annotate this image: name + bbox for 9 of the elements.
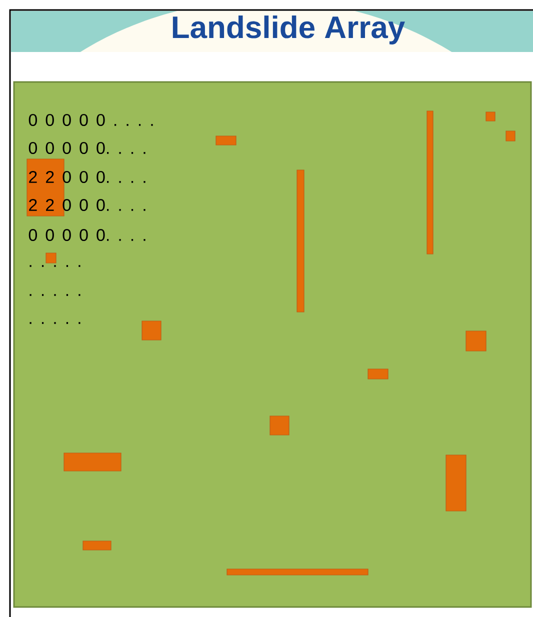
array-row-text: . . . . . <box>30 322 80 324</box>
array-row-text: . . . . . <box>30 265 80 267</box>
array-row-text: 0 0 0 0 0. . . . <box>28 142 146 154</box>
array-row-text: 0 0 0 0 0. . . . <box>28 228 146 242</box>
array-row-text: 2 2 0 0 0. . . . <box>29 198 146 212</box>
title: Landslide Array <box>172 16 405 44</box>
array-row-text: 0 0 0 0 0 . . . . <box>28 114 153 126</box>
array-row-text: 2 2 0 0 0. . . . <box>29 170 146 184</box>
array-row-text: . . . . . <box>30 294 80 296</box>
